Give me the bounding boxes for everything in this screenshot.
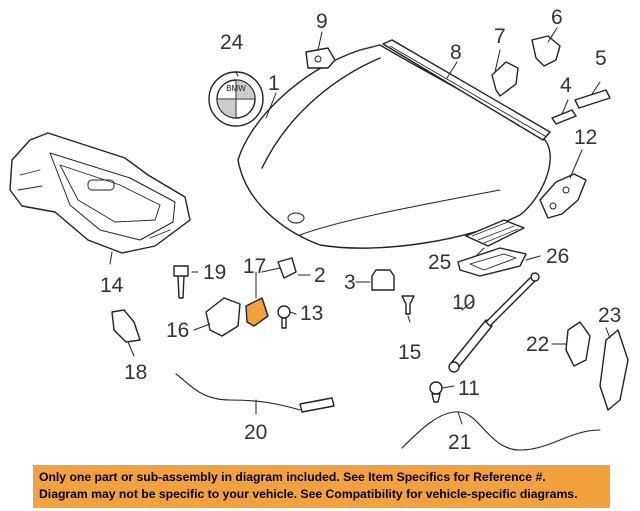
clip-2-drawing <box>277 257 297 279</box>
screw-13-drawing <box>277 305 291 319</box>
strip-5-drawing <box>574 89 611 109</box>
callout-5: 5 <box>595 47 607 70</box>
insulation-pad-drawing <box>9 132 191 254</box>
clip-15-drawing <box>401 295 415 315</box>
callout-24: 24 <box>220 31 244 54</box>
callout-9: 9 <box>316 10 328 33</box>
callout-17: 17 <box>243 255 267 278</box>
leader-lines <box>109 27 611 425</box>
callout-12: 12 <box>574 126 598 149</box>
disclaimer-line-1: Only one part or sub-assembly in diagram… <box>39 470 546 484</box>
callout-10: 10 <box>452 291 476 314</box>
callout-3: 3 <box>344 271 356 294</box>
callout-26: 26 <box>546 245 570 268</box>
pin-11-drawing <box>429 381 443 395</box>
callout-15: 15 <box>398 341 422 364</box>
bracket-16-drawing <box>205 297 241 337</box>
callout-18: 18 <box>124 361 148 384</box>
callout-1: 1 <box>268 72 280 95</box>
callout-25: 25 <box>428 251 452 274</box>
hood-panel-drawing <box>237 44 551 249</box>
release-cable-21-drawing <box>401 411 601 451</box>
callout-7: 7 <box>494 25 506 48</box>
callout-13: 13 <box>300 302 324 325</box>
callout-19: 19 <box>203 261 227 284</box>
bracket-6-drawing <box>531 35 561 67</box>
emblem-letters: BMW <box>226 84 246 93</box>
callout-2: 2 <box>314 264 326 287</box>
disclaimer-line-2: Diagram may not be specific to your vehi… <box>39 487 578 501</box>
support-strut-drawing <box>448 272 540 373</box>
highlighted-part-17-drawing <box>245 297 269 327</box>
hinge-drawing <box>539 173 587 219</box>
disclaimer-banner: Only one part or sub-assembly in diagram… <box>33 465 610 508</box>
grille-drawing <box>465 219 525 247</box>
callout-20: 20 <box>244 421 268 444</box>
release-cable-20-drawing <box>175 373 301 411</box>
latch-23-drawing <box>599 329 629 411</box>
callout-11: 11 <box>458 377 480 400</box>
callout-8: 8 <box>450 41 462 64</box>
callout-4: 4 <box>560 74 572 97</box>
callout-21: 21 <box>448 431 472 454</box>
bmw-emblem-drawing <box>208 71 264 127</box>
bracket-7-drawing <box>491 61 519 97</box>
bumper-stop-drawing <box>371 269 395 291</box>
strip-4-drawing <box>551 109 577 125</box>
callout-16: 16 <box>166 319 190 342</box>
bolt-19-drawing <box>173 265 189 299</box>
callout-6: 6 <box>551 6 563 29</box>
callout-22: 22 <box>526 333 550 356</box>
grille-frame-drawing <box>457 247 527 277</box>
bracket-18-drawing <box>111 309 141 343</box>
latch-22-drawing <box>565 321 591 367</box>
callout-23: 23 <box>598 304 622 327</box>
callout-14: 14 <box>100 274 124 297</box>
hood-seal-drawing <box>382 39 551 141</box>
